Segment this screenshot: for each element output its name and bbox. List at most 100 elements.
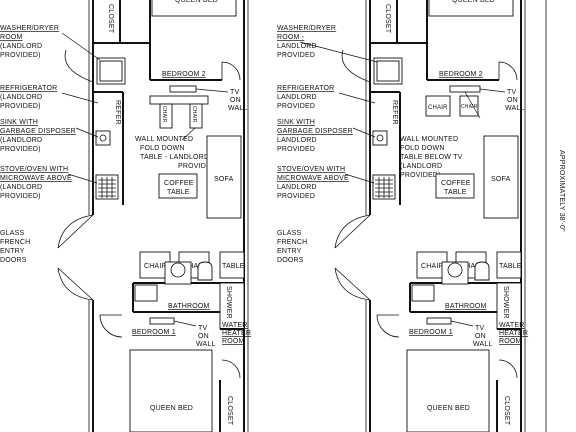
dimension-label: APPROXIMATELY 38'-0" <box>558 150 565 232</box>
u2-tv1-label-2: ON <box>475 333 486 340</box>
u2-chair-right <box>459 95 479 117</box>
u2-dining-table <box>496 251 522 279</box>
washer-door-swing <box>64 49 94 83</box>
sofa <box>206 135 242 219</box>
coffee-table-label-1: COFFEE <box>164 180 194 187</box>
table-note-4: PROVIDED <box>178 163 216 170</box>
u2-bedroom2-bed-label: QUEEN BED <box>452 0 495 4</box>
u2-fridge-label-3: PROVIDED <box>277 103 315 110</box>
u2-table-note-5: PROVIDED) <box>400 172 441 179</box>
doors-label-3: ENTRY <box>0 248 25 255</box>
u2-table-note-3: TABLE BELOW TV <box>400 154 463 161</box>
u2-bedroom1-bed-label: QUEEN BED <box>427 405 470 412</box>
table-note-2: FOLD DOWN <box>140 145 185 152</box>
u2-washer-dryer-inner <box>376 60 400 82</box>
table-note-1: WALL MOUNTED <box>135 136 193 143</box>
u2-doors-label-4: DOORS <box>277 257 304 264</box>
u2-bedroom2-label: BEDROOM 2 <box>439 71 483 78</box>
doors-label-2: FRENCH <box>0 239 30 246</box>
shower <box>219 282 245 330</box>
u2-dining-table-label: TABLE <box>499 263 522 270</box>
u2-bedroom1-closet-door <box>498 359 518 379</box>
water-heater-label-2: HEATER <box>222 330 251 337</box>
coffee-table <box>158 173 198 199</box>
u2-dining-chair-1-label: CHAIR <box>421 263 444 270</box>
unit-2: CLOSET QUEEN BED BEDROOM 2 TV ON WALL RE… <box>277 0 528 432</box>
unit-1: CLOSET QUEEN BED BEDROOM 2 TV ON WALL RE… <box>0 0 251 432</box>
bedroom2-door <box>221 61 241 81</box>
tv-bedroom1 <box>149 317 175 325</box>
u2-tv1-label-3: WALL <box>473 341 493 348</box>
u2-toilet <box>474 261 490 281</box>
u2-vanity-cabinet <box>411 284 435 302</box>
lav-box <box>164 261 192 285</box>
u2-chair-left <box>425 95 451 117</box>
u2-washer-label-2: ROOM - <box>277 34 305 41</box>
bedroom2-bed-label: QUEEN BED <box>175 0 218 4</box>
washer-label-4: PROVIDED) <box>0 52 41 59</box>
u2-table-note-leader <box>464 91 481 119</box>
u2-table-note-1: WALL MOUNTED <box>400 136 458 143</box>
sink <box>95 130 111 146</box>
u2-doors-label-1: GLASS <box>277 230 301 237</box>
sink-label-3: (LANDLORD <box>0 137 42 144</box>
sink-label-4: PROVIDED) <box>0 146 41 153</box>
bedroom2-label: BEDROOM 2 <box>162 71 206 78</box>
sink-leader <box>75 127 99 138</box>
u2-tv-label-2: ON <box>507 97 518 104</box>
u2-stove-burners <box>375 177 393 198</box>
u2-shower-label: SHOWER <box>502 286 509 319</box>
bedroom1-bed <box>129 349 213 432</box>
u2-bedroom1-door <box>376 314 400 338</box>
u2-water-heater-label-2: HEATER <box>499 330 528 337</box>
u2-doors-label-3: ENTRY <box>277 248 302 255</box>
sink-label-1: SINK WITH <box>0 119 38 126</box>
sink-drain <box>99 134 107 142</box>
dining-chair-1-label: CHAIR <box>144 263 167 270</box>
tv1-label-3: WALL <box>196 341 216 348</box>
top-closet-label: CLOSET <box>107 4 114 34</box>
u2-washer-label-1: WASHER/DRYER <box>277 25 336 32</box>
washer-dryer-inner <box>99 60 123 82</box>
tv1-leader <box>173 320 197 327</box>
bottom-closet-label: CLOSET <box>226 396 233 426</box>
table-note-leader <box>181 127 196 141</box>
u2-coffee-table-label-2: TABLE <box>444 189 467 196</box>
u2-bedroom2-door <box>498 61 518 81</box>
u2-table-note-2: FOLD DOWN <box>400 145 445 152</box>
u2-doors-label-2: FRENCH <box>277 239 307 246</box>
u2-tv-bedroom2 <box>449 85 481 93</box>
dimension-annotation: APPROXIMATELY 38'-0" <box>545 0 565 432</box>
stove-label-4: PROVIDED) <box>0 193 41 200</box>
u2-fridge-leader <box>338 92 376 104</box>
u2-washer-leader <box>299 41 378 63</box>
sink-label-2: GARBAGE DISPOSER <box>0 128 76 135</box>
u2-entry-door-upper <box>334 214 371 249</box>
u2-sink-label-4: PROVIDED <box>277 146 315 153</box>
u2-sink-label-1: SINK WITH <box>277 119 315 126</box>
u2-tv-leader <box>479 88 506 93</box>
table-note-3: TABLE - LANDLORD <box>140 154 209 161</box>
tv-label-3: WALL <box>228 105 248 112</box>
u2-tv-label-1: TV <box>507 89 516 96</box>
u2-tv1-label-1: TV <box>475 325 484 332</box>
stove-leader <box>67 173 98 184</box>
dining-table <box>219 251 245 279</box>
u2-lav-box <box>441 261 469 285</box>
u2-chair-left-label: CHAIR <box>428 105 448 111</box>
tv-bedroom2 <box>169 85 197 93</box>
u2-stove-label-2: MICROWAVE ABOVE <box>277 175 349 182</box>
chair-right-label: CHAIR <box>191 106 197 123</box>
u2-stove-label-1: STOVE/OVEN WITH <box>277 166 345 173</box>
bedroom1-bed-label: QUEEN BED <box>150 405 193 412</box>
tv-label-1: TV <box>230 89 239 96</box>
sofa-label: SOFA <box>214 176 234 183</box>
refer-label: REFER <box>114 100 121 125</box>
u2-stove-leader <box>344 173 375 184</box>
bathroom-label: BATHROOM <box>168 303 210 310</box>
u2-water-heater-label-1: WATER <box>499 322 525 329</box>
chair-left-label: CHAIR <box>161 106 167 123</box>
bedroom2-bed <box>151 0 237 17</box>
u2-fridge-label-2: LANDLORD <box>277 94 317 101</box>
